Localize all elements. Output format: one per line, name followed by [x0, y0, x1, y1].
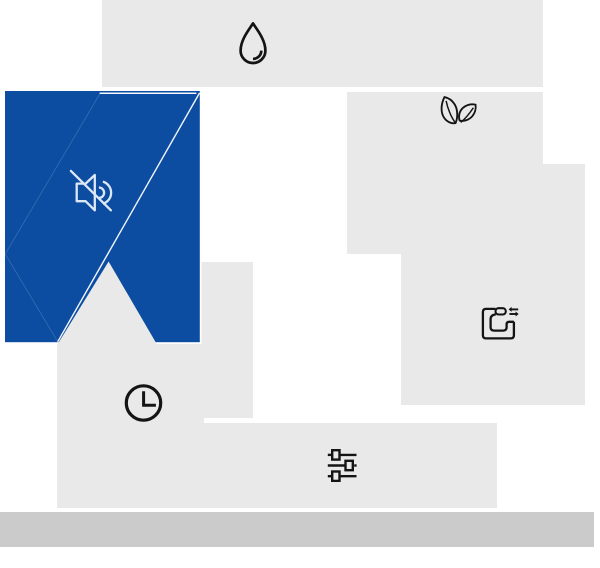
- muted-speaker-icon: [69, 169, 113, 212]
- ribbon-art: [5, 90, 202, 344]
- sliders-icon: [327, 449, 357, 482]
- tile-water[interactable]: [102, 0, 543, 87]
- eco-leaves-icon: [440, 96, 477, 125]
- tile-swap[interactable]: [401, 164, 585, 405]
- swap-pipe-icon: [481, 306, 519, 340]
- tile-clock[interactable]: [57, 350, 204, 508]
- clock-icon: [124, 384, 163, 422]
- tile-muted[interactable]: [5, 90, 202, 344]
- bottom-bar: [0, 511, 594, 547]
- tile-sliders[interactable]: [204, 423, 497, 508]
- water-drop-icon: [239, 22, 267, 65]
